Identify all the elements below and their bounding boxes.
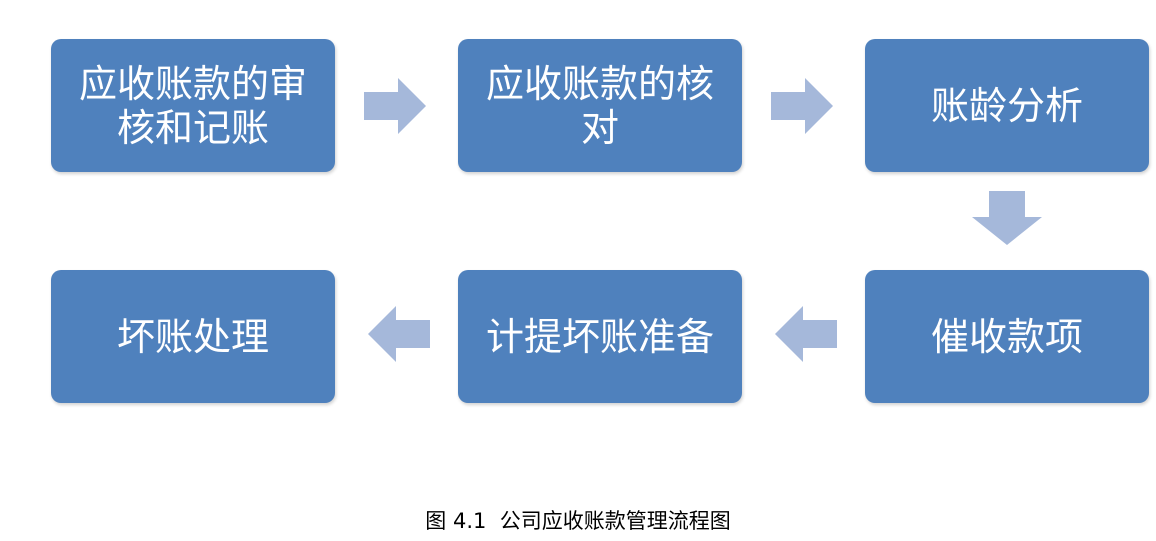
figure-caption: 图 4.1 公司应收账款管理流程图 (425, 509, 731, 533)
flow-step-label: 计提坏账准备 (485, 314, 714, 359)
flow-step-label: 催收款项 (930, 314, 1083, 359)
arrow-down-icon (972, 191, 1042, 245)
arrow-right-icon (364, 78, 426, 134)
flow-step-label: 坏账处理 (116, 314, 269, 359)
flow-step-reconciliation: 应收账款的核对 (458, 39, 742, 172)
flow-step-aging-analysis: 账龄分析 (865, 39, 1149, 172)
flow-step-collection: 催收款项 (865, 270, 1149, 403)
flow-step-label: 应收账款的审核和记账 (78, 61, 307, 150)
flow-step-label: 应收账款的核对 (485, 61, 714, 150)
arrow-left-icon (368, 306, 430, 362)
arrow-left-icon (775, 306, 837, 362)
flow-step-label: 账龄分析 (930, 83, 1083, 128)
arrow-right-icon (771, 78, 833, 134)
flow-step-audit-and-record: 应收账款的审核和记账 (51, 39, 335, 172)
flow-step-bad-debt-provision: 计提坏账准备 (458, 270, 742, 403)
flow-step-bad-debt-handling: 坏账处理 (51, 270, 335, 403)
